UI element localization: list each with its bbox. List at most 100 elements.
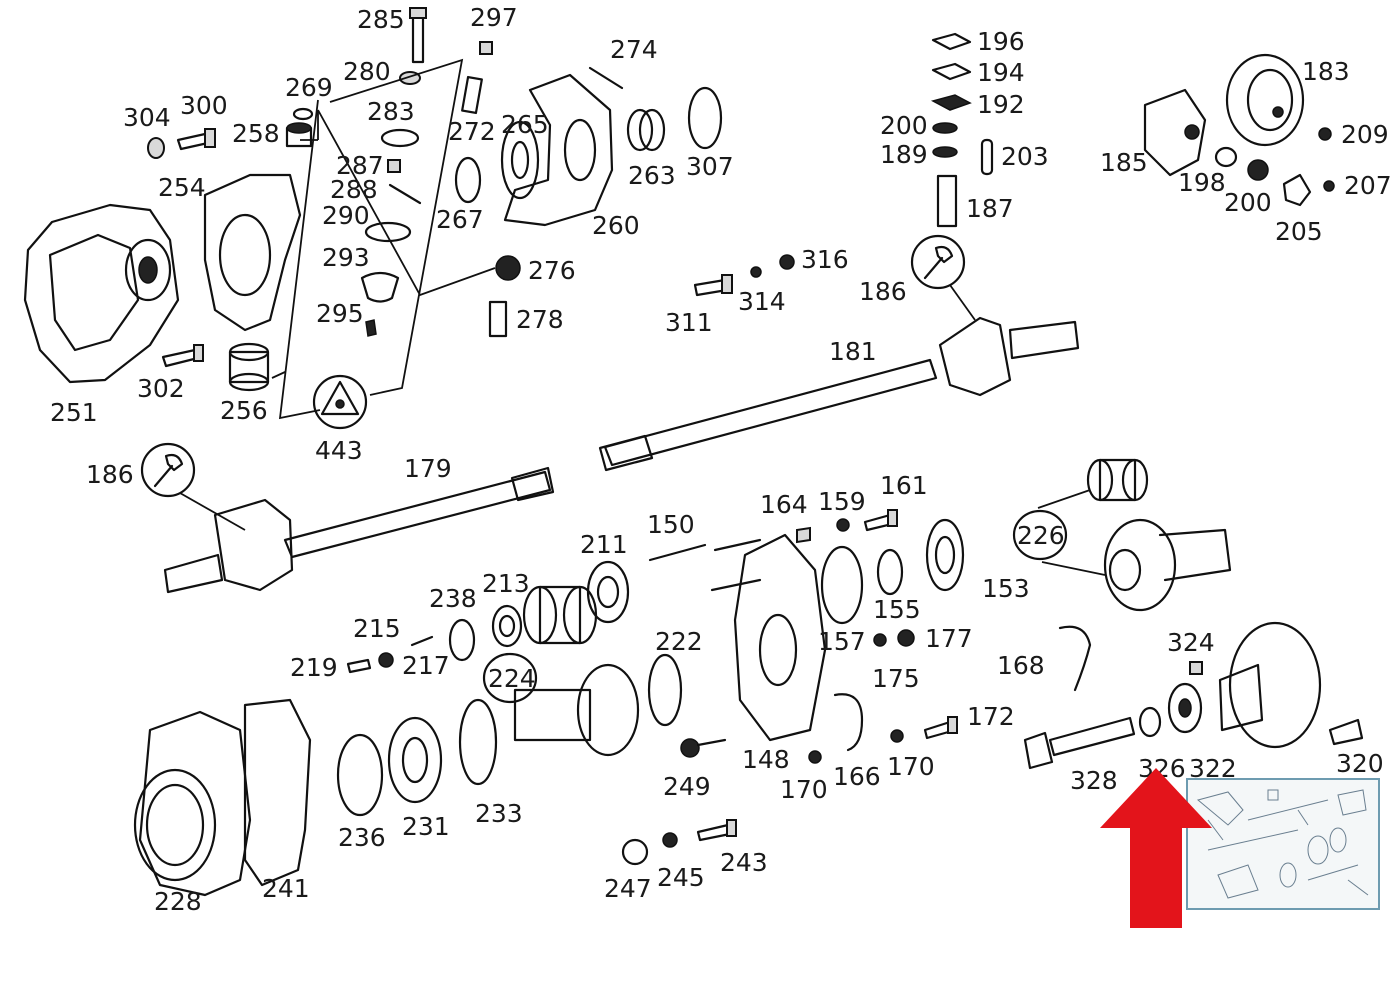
label-283: 283 xyxy=(367,97,415,126)
gear-224-top xyxy=(522,585,598,645)
label-258: 258 xyxy=(232,119,280,148)
label-168: 168 xyxy=(997,651,1045,680)
label-159: 159 xyxy=(818,487,866,516)
label-181: 181 xyxy=(829,337,877,366)
washer-189 xyxy=(932,146,958,158)
label-157: 157 xyxy=(818,627,866,656)
planet-carrier-185 xyxy=(1143,88,1207,177)
washer-245 xyxy=(662,832,678,848)
bolt-302 xyxy=(161,344,204,368)
label-155: 155 xyxy=(873,595,921,624)
label-170-right: 170 xyxy=(887,752,935,781)
label-324: 324 xyxy=(1167,628,1215,657)
nipple-297 xyxy=(479,41,493,55)
gear-205 xyxy=(1282,173,1312,207)
leader-186-top xyxy=(949,284,976,321)
label-247: 247 xyxy=(604,874,652,903)
bolt-285 xyxy=(409,7,427,64)
label-320: 320 xyxy=(1336,749,1384,778)
pin-278 xyxy=(488,300,508,338)
bushing-304 xyxy=(147,137,165,159)
ring-233 xyxy=(458,698,498,786)
washer-215 xyxy=(378,652,394,668)
bolt-300 xyxy=(176,128,216,151)
pin-295 xyxy=(365,319,377,337)
axle-shaft-181 xyxy=(598,316,1080,472)
cup-293 xyxy=(360,271,400,303)
nut-316 xyxy=(779,254,795,270)
gear-224-bottom xyxy=(513,663,640,757)
label-233: 233 xyxy=(475,799,523,828)
bolt-320 xyxy=(1328,718,1364,746)
spring-217 xyxy=(410,635,434,647)
bolt-219 xyxy=(346,658,372,674)
label-153: 153 xyxy=(982,574,1030,603)
axle-shaft-179 xyxy=(163,466,555,594)
bolt-243 xyxy=(696,819,737,842)
label-185: 185 xyxy=(1100,148,1148,177)
label-226: 226 xyxy=(1017,521,1065,550)
label-215: 215 xyxy=(353,614,401,643)
plug-287 xyxy=(387,159,401,173)
label-224: 224 xyxy=(488,664,536,693)
washer-194 xyxy=(931,62,972,81)
label-175: 175 xyxy=(872,664,920,693)
label-276: 276 xyxy=(528,256,576,285)
label-241: 241 xyxy=(262,874,310,903)
label-150: 150 xyxy=(647,510,695,539)
label-222: 222 xyxy=(655,627,703,656)
label-198: 198 xyxy=(1178,168,1226,197)
flange-disc xyxy=(1218,621,1322,749)
label-166: 166 xyxy=(833,762,881,791)
housing-183 xyxy=(1225,53,1305,147)
label-245: 245 xyxy=(657,863,705,892)
label-307: 307 xyxy=(686,152,734,181)
plug-177 xyxy=(897,629,915,647)
label-316: 316 xyxy=(801,245,849,274)
circle-226-callout xyxy=(1012,509,1068,561)
label-251: 251 xyxy=(50,398,98,427)
label-314: 314 xyxy=(738,287,786,316)
label-179: 179 xyxy=(404,454,452,483)
pin-187 xyxy=(936,174,958,228)
label-187: 187 xyxy=(966,194,1014,223)
label-304: 304 xyxy=(123,103,171,132)
pin-150 xyxy=(648,543,707,562)
ring-290 xyxy=(364,221,412,243)
bearing-211 xyxy=(586,560,630,624)
pin-272 xyxy=(461,75,483,115)
label-194: 194 xyxy=(977,58,1025,87)
diagram-thumbnail[interactable] xyxy=(1186,778,1380,910)
bearing-231 xyxy=(387,716,443,804)
housing-251 xyxy=(23,203,180,384)
washer-175 xyxy=(873,633,887,647)
bearing-222 xyxy=(647,653,683,727)
label-328: 328 xyxy=(1070,766,1118,795)
clip-166 xyxy=(833,693,864,752)
bearing-213 xyxy=(491,604,523,648)
label-272: 272 xyxy=(448,117,496,146)
arrow-shape xyxy=(1100,768,1212,928)
wrench-icon xyxy=(140,442,196,498)
nut-247 xyxy=(621,838,649,866)
gear-153 xyxy=(1103,518,1232,612)
nut-209 xyxy=(1318,127,1332,141)
label-183: 183 xyxy=(1302,57,1350,86)
label-269: 269 xyxy=(285,73,333,102)
clip-168 xyxy=(1058,625,1092,692)
label-217: 217 xyxy=(402,651,450,680)
seal-236 xyxy=(336,733,384,817)
bushing-258 xyxy=(285,122,313,148)
ring-238 xyxy=(448,618,476,662)
label-209: 209 xyxy=(1341,120,1389,149)
label-280: 280 xyxy=(343,57,391,86)
leader-186-left xyxy=(179,492,246,531)
case-148 xyxy=(710,533,827,742)
pin-203 xyxy=(980,138,994,176)
label-287: 287 xyxy=(336,151,384,180)
washer-200 xyxy=(932,122,958,134)
nut-276 xyxy=(495,255,521,281)
washer-198 xyxy=(1214,146,1238,168)
clip-164 xyxy=(796,526,811,544)
